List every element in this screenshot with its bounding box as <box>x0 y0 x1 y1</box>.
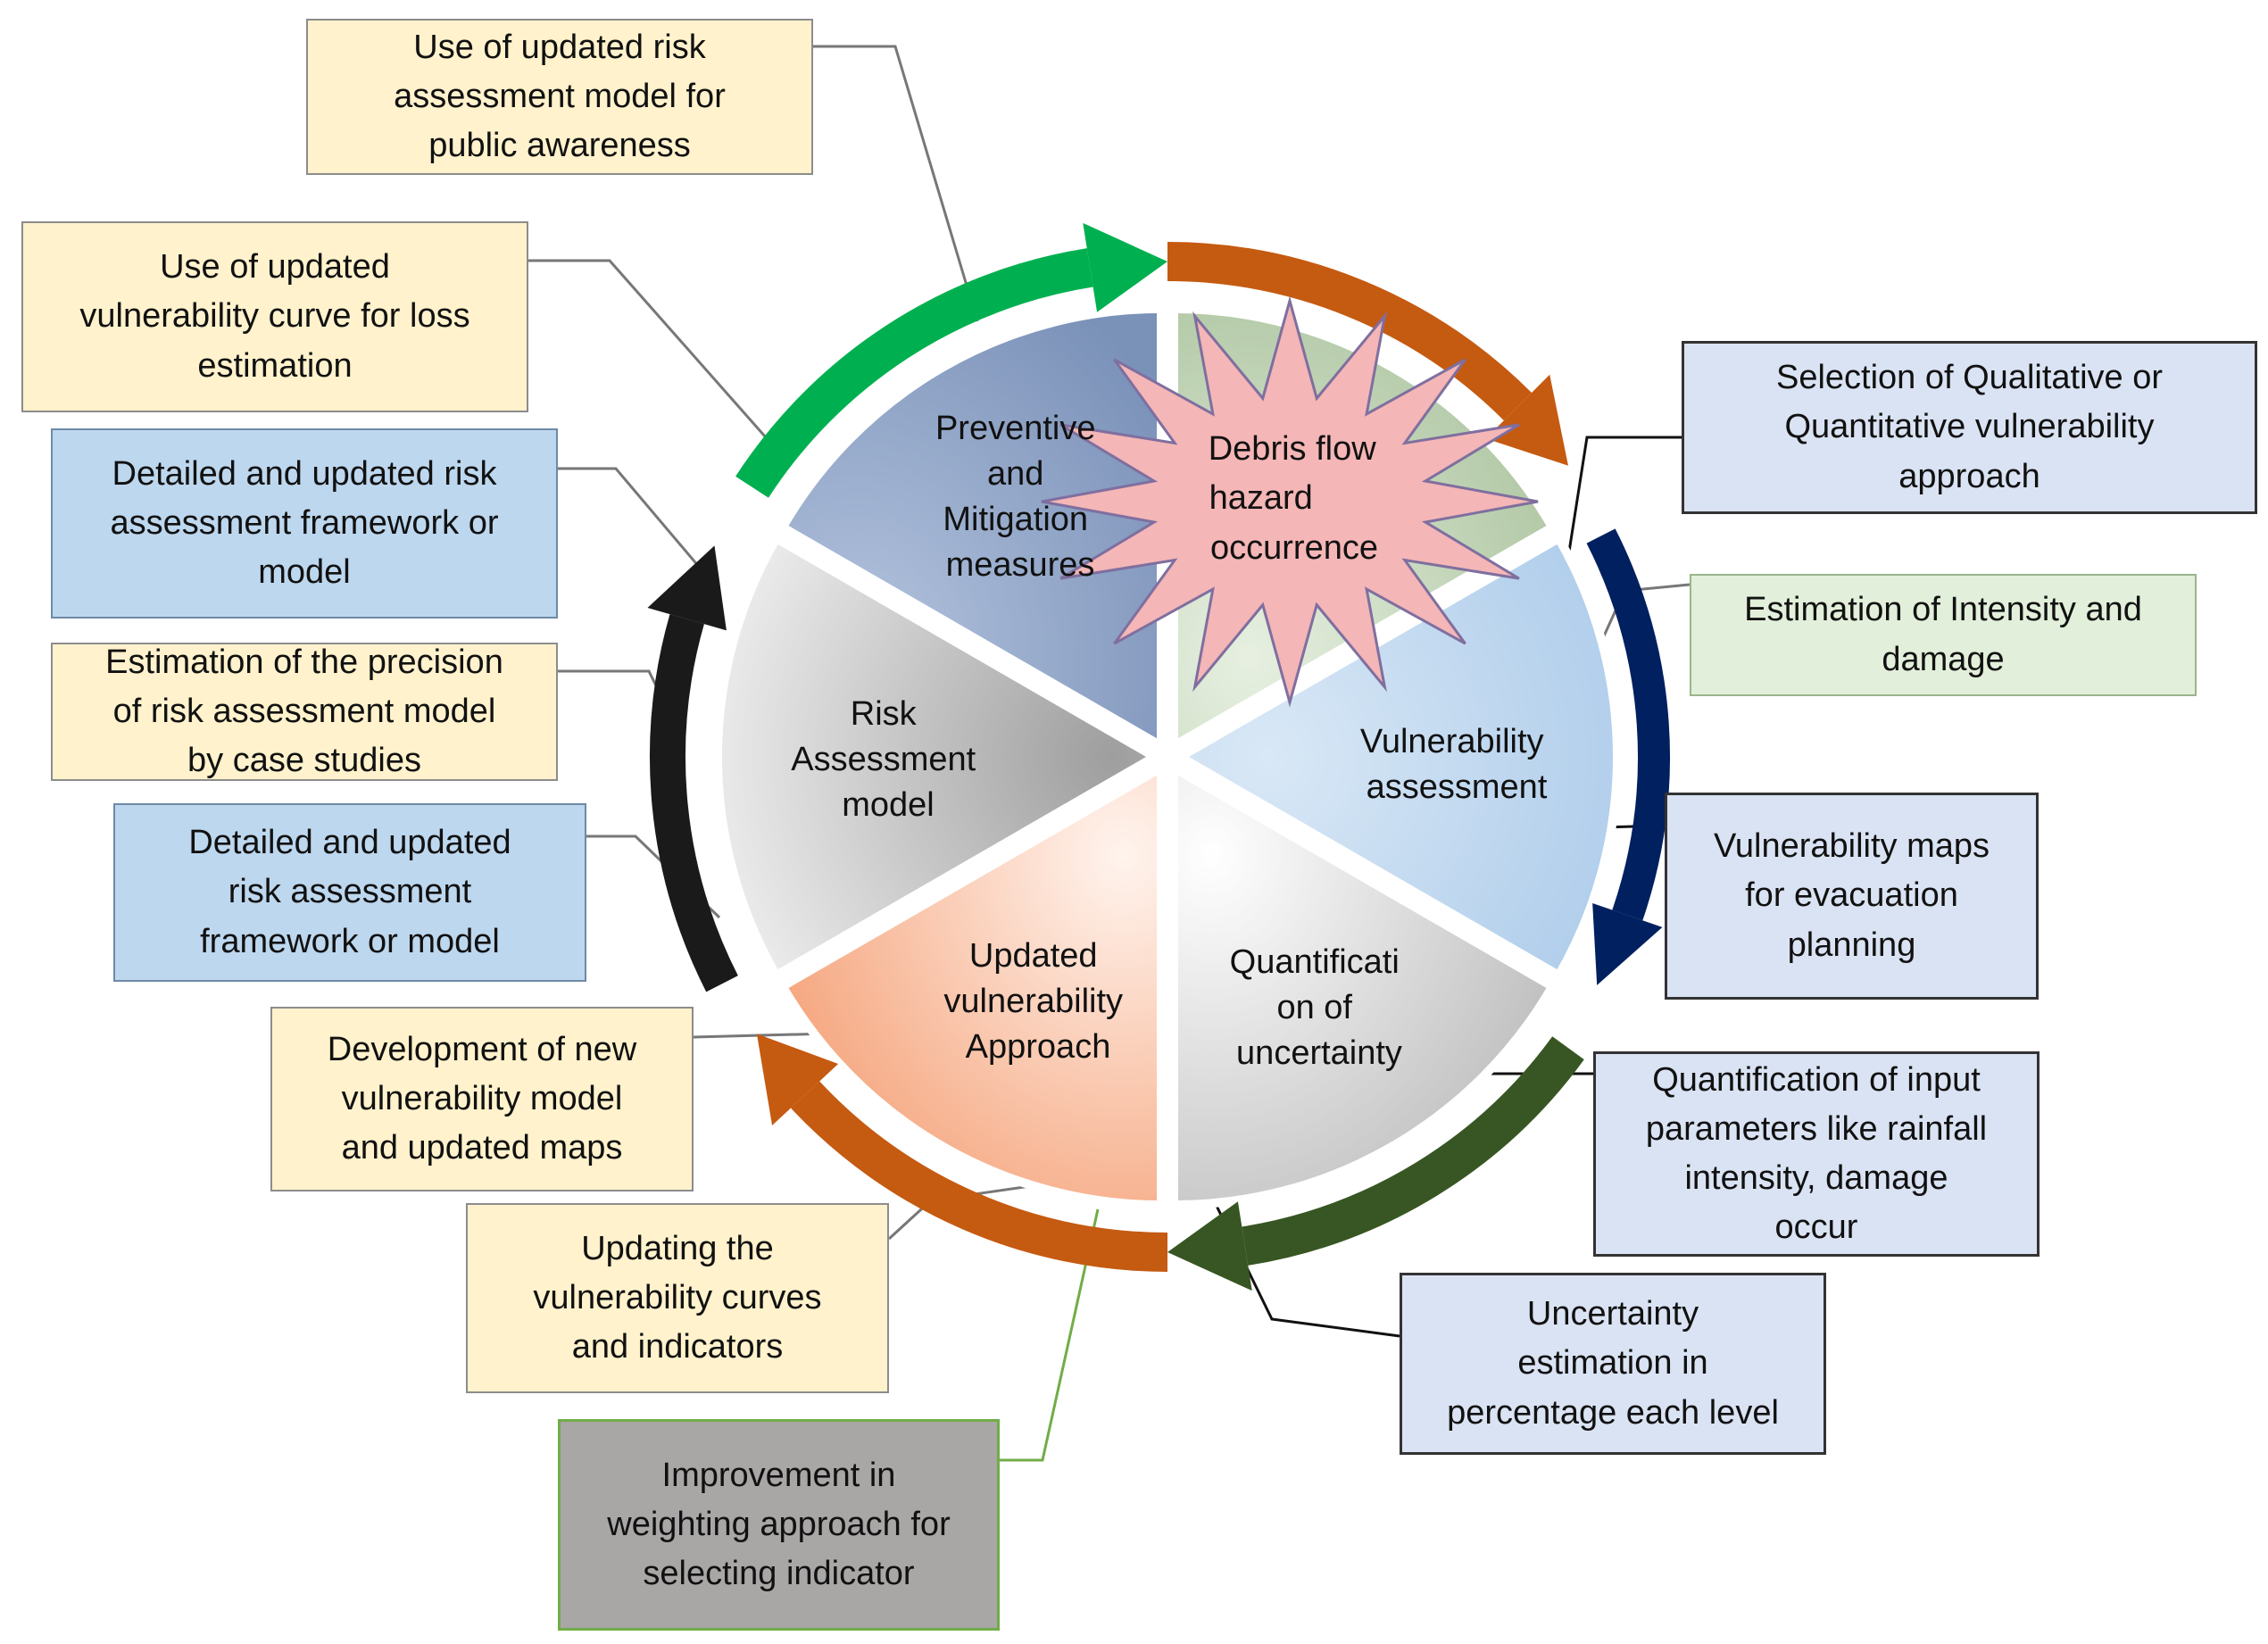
label-risk-model: Risk Assessment model <box>791 695 985 824</box>
segment-vulnerability <box>1171 532 1622 982</box>
connector-framework-1 <box>558 467 716 585</box>
arrow-orange-lower-shaft <box>791 1081 1168 1272</box>
connector-selection <box>1563 436 1682 581</box>
label-debris-flow: Debris flow hazard occurrence <box>1209 430 1386 567</box>
arrow-orange-head <box>1485 374 1569 466</box>
arrow-orange-shaft <box>1167 242 1532 421</box>
segment-preventive <box>776 303 1166 754</box>
segment-quantification <box>1169 760 1559 1210</box>
arrow-black-shaft <box>650 614 738 992</box>
cycle-arrows <box>647 222 1670 1291</box>
connector-public-awareness <box>813 45 979 322</box>
arrow-navy-shaft <box>1586 528 1670 921</box>
wheel-segments <box>713 303 1622 1210</box>
arrow-green-head <box>1083 222 1167 312</box>
arrow-navy-head <box>1592 902 1663 985</box>
connector-loss-estimation <box>528 259 774 445</box>
debris-flow-star <box>1041 295 1539 708</box>
label-updated-approach: Updated vulnerability Approach <box>943 937 1132 1066</box>
arrow-orange-lower-head <box>756 1034 839 1126</box>
connector-weighting <box>1000 1208 1100 1462</box>
arrow-dark-green-head <box>1167 1201 1252 1291</box>
segment-updated <box>776 760 1166 1210</box>
arrow-green-shaft <box>735 248 1093 498</box>
arrow-black-head <box>647 545 727 631</box>
label-vulnerability: Vulnerability assessment <box>1360 723 1553 806</box>
label-quantification: Quantificati on of uncertainty <box>1230 943 1409 1072</box>
arrow-dark-green-shaft <box>1242 1036 1584 1266</box>
label-preventive: Preventive and Mitigation measures <box>935 410 1105 584</box>
segment-risk <box>713 532 1164 982</box>
